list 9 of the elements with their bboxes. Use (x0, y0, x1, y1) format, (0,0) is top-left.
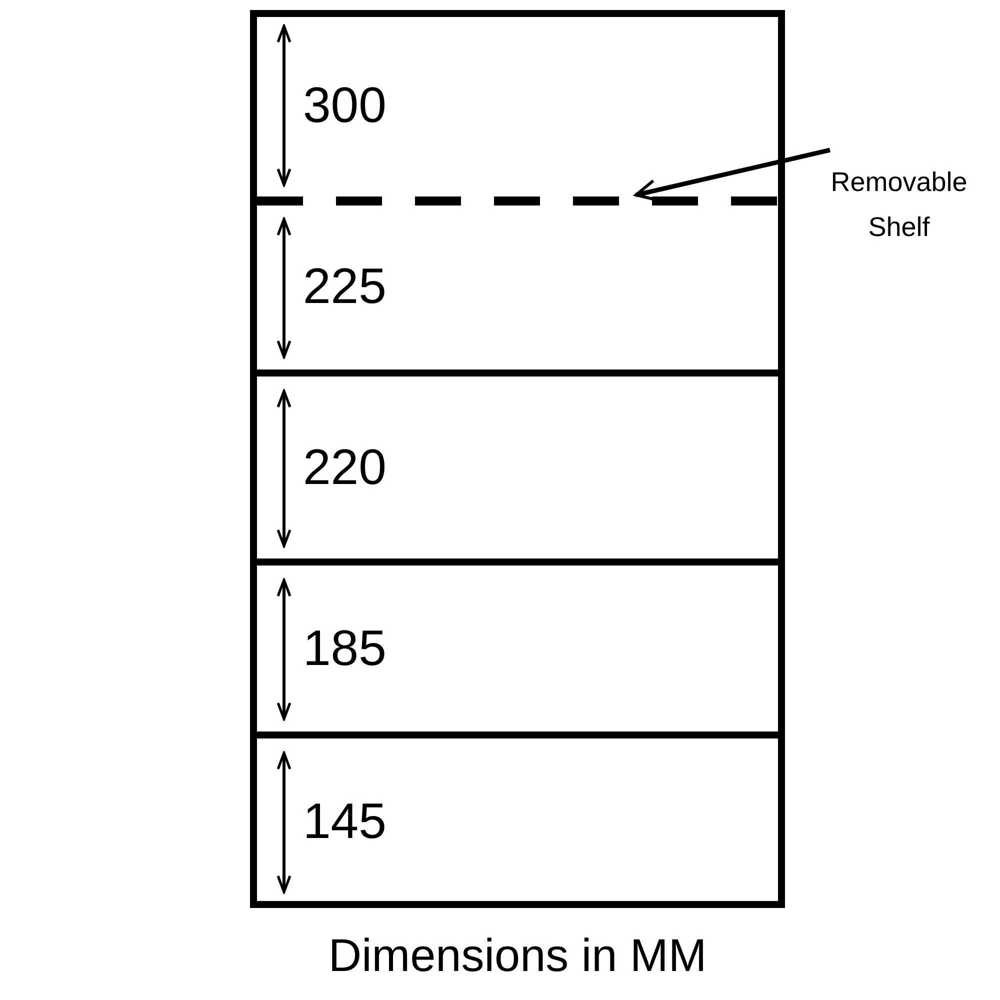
leader-line (634, 148, 831, 202)
dimension-value: 145 (303, 792, 386, 850)
dimension-value: 225 (303, 257, 386, 315)
dimension-value: 185 (303, 618, 386, 676)
caption: Dimensions in MM (327, 928, 708, 983)
dimension-value: 220 (303, 438, 386, 496)
callout-text: Removable Shelf (800, 160, 998, 250)
dimension-value: 300 (303, 76, 386, 134)
removable-shelf (257, 196, 778, 206)
